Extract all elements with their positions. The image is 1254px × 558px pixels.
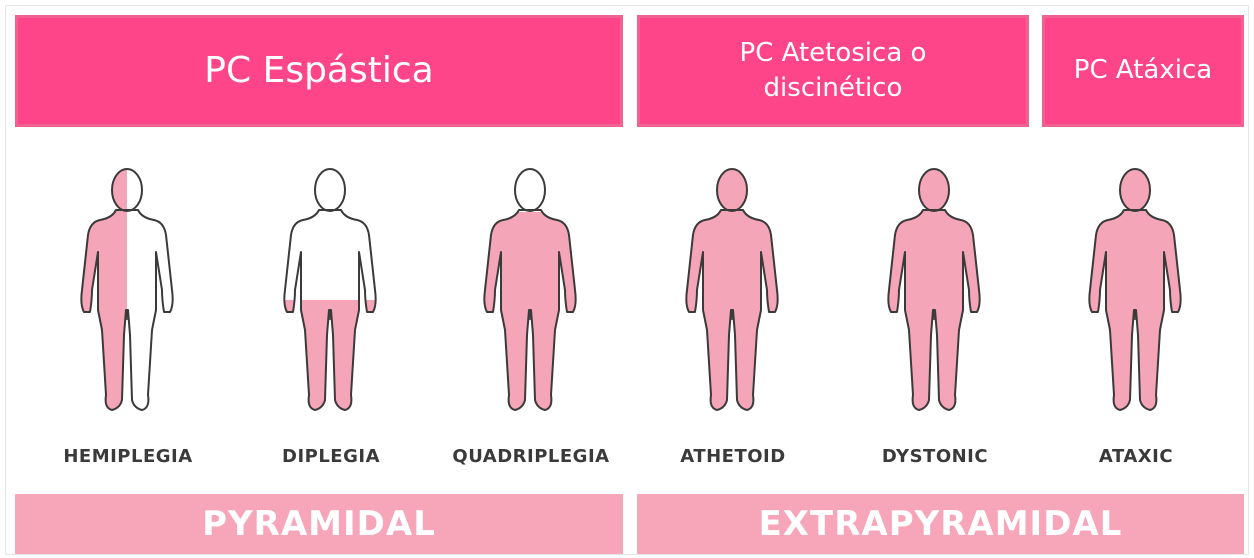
figure-label: ATHETOID — [648, 446, 818, 467]
footer-extrapyramidal: EXTRAPYRAMIDAL — [637, 494, 1244, 554]
body-silhouette-icon — [471, 160, 591, 425]
header-spastic: PC Espástica — [15, 15, 623, 127]
figure-dystonic — [875, 160, 995, 425]
footer-pyramidal: PYRAMIDAL — [15, 494, 623, 554]
body-silhouette-icon — [673, 160, 793, 425]
figure-label: QUADRIPLEGIA — [446, 446, 616, 467]
figure-diplegia — [271, 160, 391, 425]
body-silhouette-icon — [1076, 160, 1196, 425]
header-athetoid: PC Atetosica o discinético — [637, 15, 1029, 127]
figure-quadriplegia — [471, 160, 591, 425]
figure-label: DYSTONIC — [850, 446, 1020, 467]
header-ataxic: PC Atáxica — [1042, 15, 1244, 127]
body-silhouette-icon — [68, 160, 188, 425]
figure-label: DIPLEGIA — [246, 446, 416, 467]
figure-athetoid — [673, 160, 793, 425]
figure-label: HEMIPLEGIA — [43, 446, 213, 467]
figure-ataxic — [1076, 160, 1196, 425]
body-silhouette-icon — [271, 160, 391, 425]
body-silhouette-icon — [875, 160, 995, 425]
figure-label: ATAXIC — [1051, 446, 1221, 467]
figure-hemiplegia — [68, 160, 188, 425]
